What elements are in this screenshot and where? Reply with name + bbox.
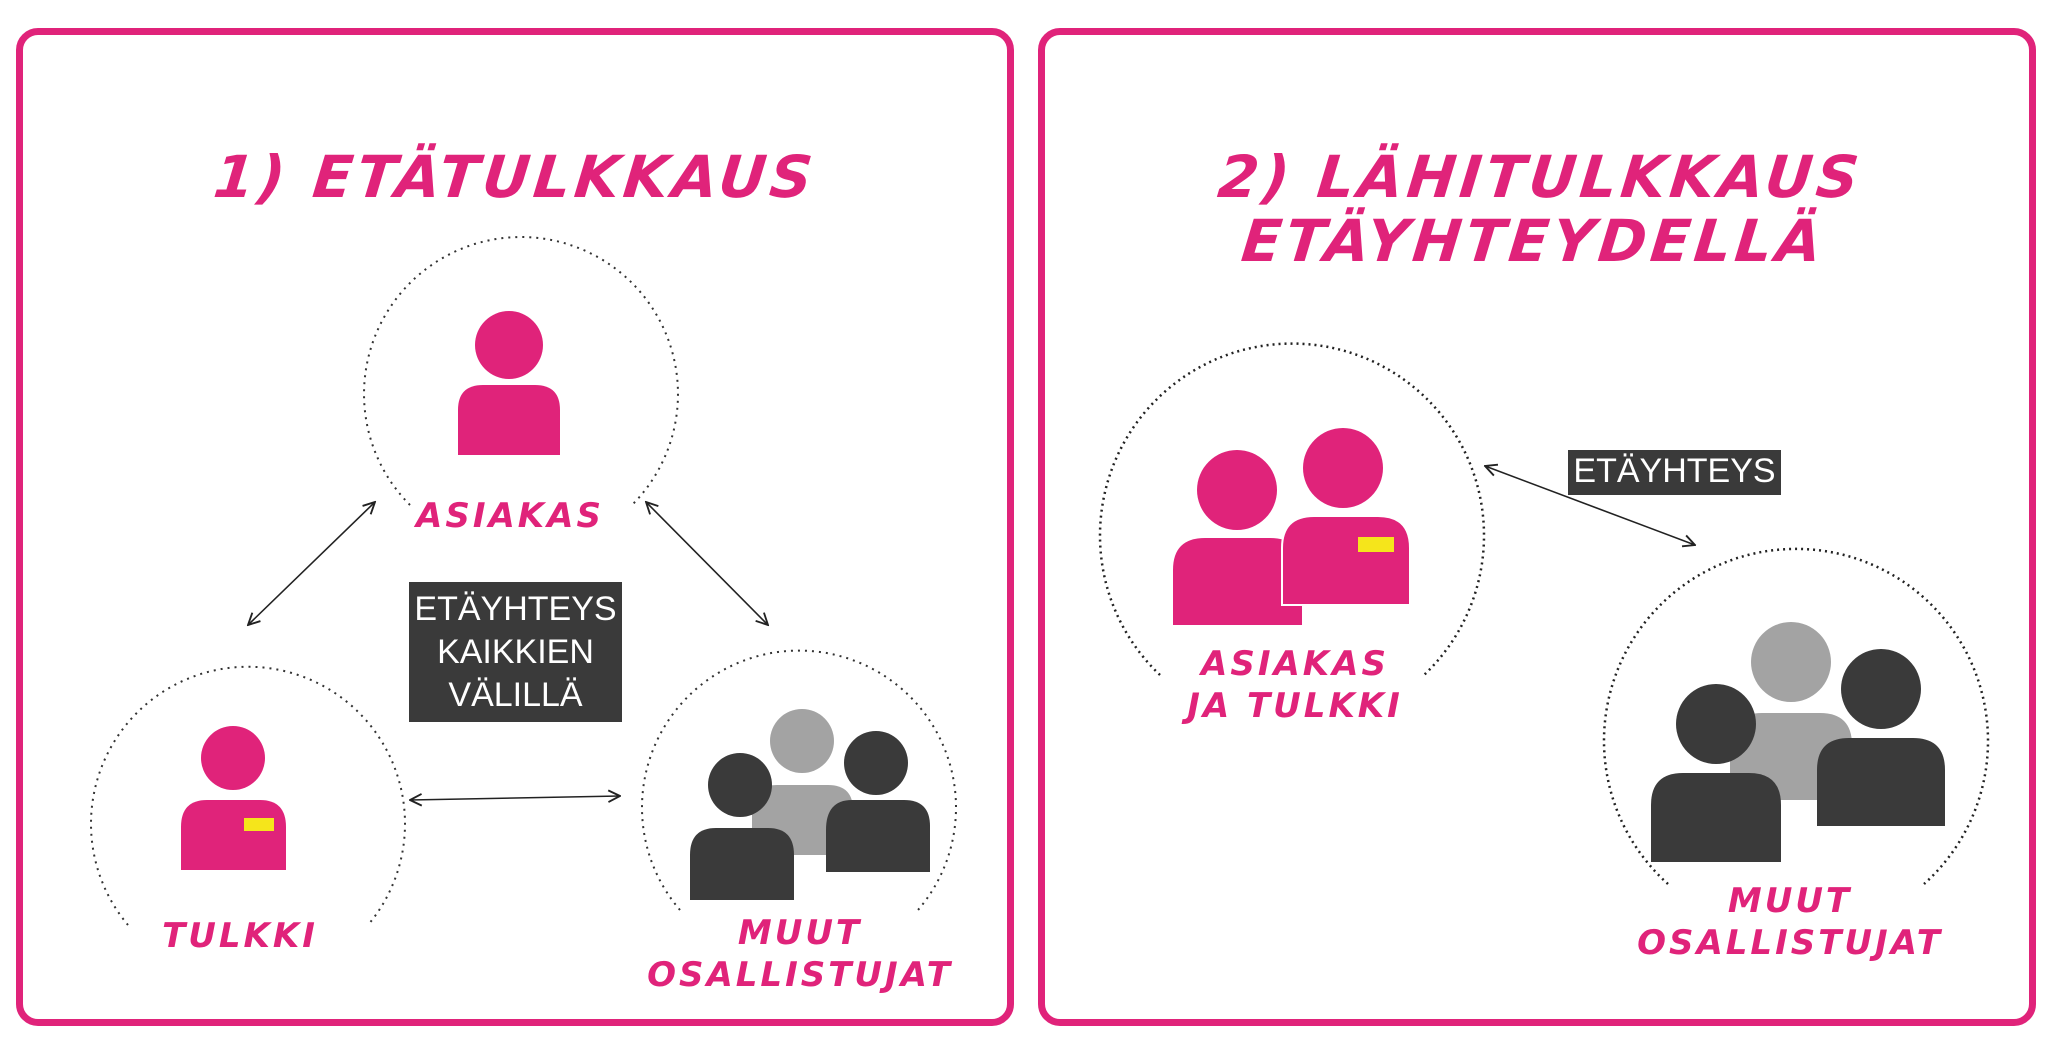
double-arrow-icon bbox=[248, 502, 375, 625]
node-label-asiakas: ASIAKAS bbox=[416, 496, 604, 536]
node-label-asiakas-tulkki: ASIAKAS JA TULKKI bbox=[1150, 643, 1440, 727]
muut-circle-2 bbox=[1602, 547, 1990, 885]
node-label-muut: MUUT OSALLISTUJAT bbox=[640, 912, 960, 996]
node-label-muut-2: MUUT OSALLISTUJAT bbox=[1630, 880, 1950, 964]
tulkki-circle bbox=[90, 665, 406, 926]
asiakas-tulkki-circle bbox=[1098, 342, 1486, 676]
node-label-muut-line2: OSALLISTUJAT bbox=[647, 955, 953, 995]
connection-line1: ETÄYHTEYS bbox=[414, 590, 617, 628]
node-label-asiakas-line2: JA TULKKI bbox=[1187, 686, 1403, 726]
node-label-asiakas-line1: ASIAKAS bbox=[1201, 644, 1389, 684]
group-icon bbox=[1651, 622, 1945, 862]
connection-line2: KAIKKIEN bbox=[437, 633, 594, 671]
double-arrow-icon bbox=[646, 502, 768, 625]
node-label-muut-line1: MUUT bbox=[737, 913, 863, 953]
node-label-muut-line2: OSALLISTUJAT bbox=[1637, 923, 1943, 963]
group-icon bbox=[690, 709, 930, 900]
interpreter-icon bbox=[181, 726, 286, 870]
asiakas-circle bbox=[363, 236, 679, 506]
double-arrow-icon bbox=[410, 796, 620, 800]
client-and-interpreter-icon bbox=[1173, 428, 1411, 625]
muut-circle bbox=[641, 649, 957, 911]
person-icon bbox=[458, 311, 560, 455]
node-label-tulkki: TULKKI bbox=[162, 916, 318, 956]
node-label-muut-line1: MUUT bbox=[1727, 881, 1853, 921]
connection-label: ETÄYHTEYS bbox=[1568, 450, 1781, 495]
double-arrow-icon bbox=[1485, 466, 1695, 545]
connection-box: ETÄYHTEYS KAIKKIEN VÄLILLÄ bbox=[409, 582, 622, 722]
connection-line3: VÄLILLÄ bbox=[448, 676, 583, 714]
